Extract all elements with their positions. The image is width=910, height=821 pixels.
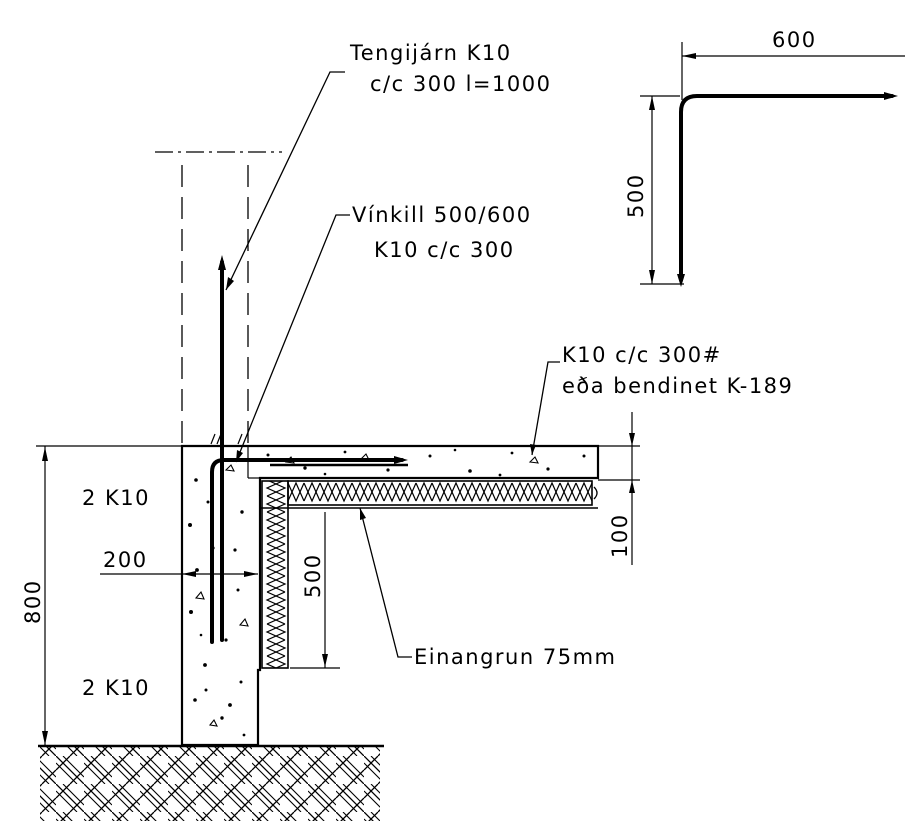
dim-insulation-depth-label: 500 [301, 553, 325, 598]
dim-slab-thickness-label: 100 [608, 513, 632, 558]
leader-tengijarn [225, 71, 345, 291]
upper-wall-outline [155, 151, 282, 445]
label-vinkill-1: Vínkill 500/600 [352, 203, 532, 227]
label-insulation: Einangrun 75mm [414, 645, 616, 669]
rebar-tengijarn [218, 255, 226, 642]
label-bottom-bars: 2 K10 [82, 676, 150, 700]
wall-top-ticks [210, 433, 243, 445]
label-vinkill-2: K10 c/c 300 [374, 238, 515, 262]
insulation-vertical [261, 480, 289, 669]
label-top-bars: 2 K10 [82, 486, 150, 510]
dim-foundation-height-label: 800 [21, 579, 45, 624]
dim-wall-thickness-label: 200 [103, 548, 148, 572]
label-tengijarn-2: c/c 300 l=1000 [370, 72, 551, 96]
label-slab-rebar-2: eða bendinet K-189 [562, 374, 793, 398]
dim-foundation-height [42, 446, 48, 746]
dim-insulation-depth [290, 512, 340, 669]
label-tengijarn-1: Tengijárn K10 [349, 41, 512, 65]
leader-slab-rebar [531, 361, 560, 456]
dim-bend-width-label: 600 [772, 28, 817, 52]
leader-insulation [359, 507, 412, 658]
ground-hatch [38, 744, 384, 821]
dim-bend-height-label: 500 [624, 173, 648, 218]
leader-vinkill [235, 214, 350, 463]
dim-slab-thickness [598, 412, 640, 565]
rebar-vinkill [210, 456, 408, 644]
bend-detail [640, 42, 905, 287]
insulation-horizontal [287, 480, 593, 506]
insulation-break-mark [593, 486, 598, 500]
label-slab-rebar-1: K10 c/c 300# [562, 343, 722, 367]
dim-wall-thickness [100, 571, 258, 577]
